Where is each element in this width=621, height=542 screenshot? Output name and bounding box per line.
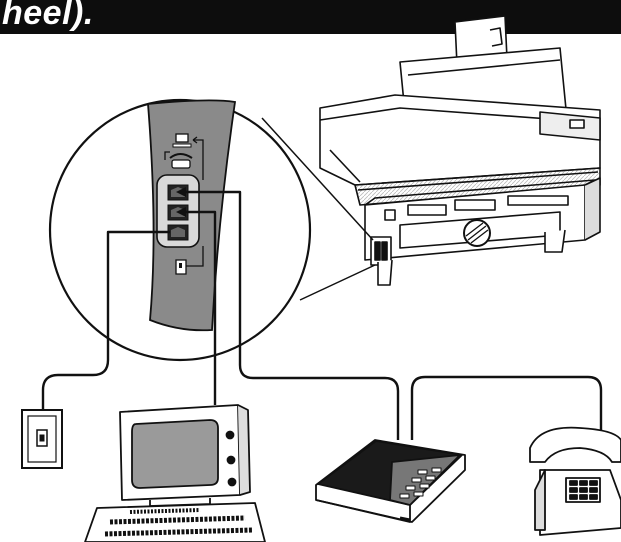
computer [85, 405, 265, 542]
magnified-panel [50, 100, 310, 360]
fax-dial-knob [464, 220, 490, 246]
wall-jack [22, 410, 62, 468]
telephone-handset [530, 428, 621, 462]
computer-screen [132, 420, 218, 488]
fax-machine [320, 16, 600, 285]
answering-machine [316, 440, 465, 522]
telephone [530, 428, 621, 535]
zoom-line-bottom [300, 265, 375, 300]
